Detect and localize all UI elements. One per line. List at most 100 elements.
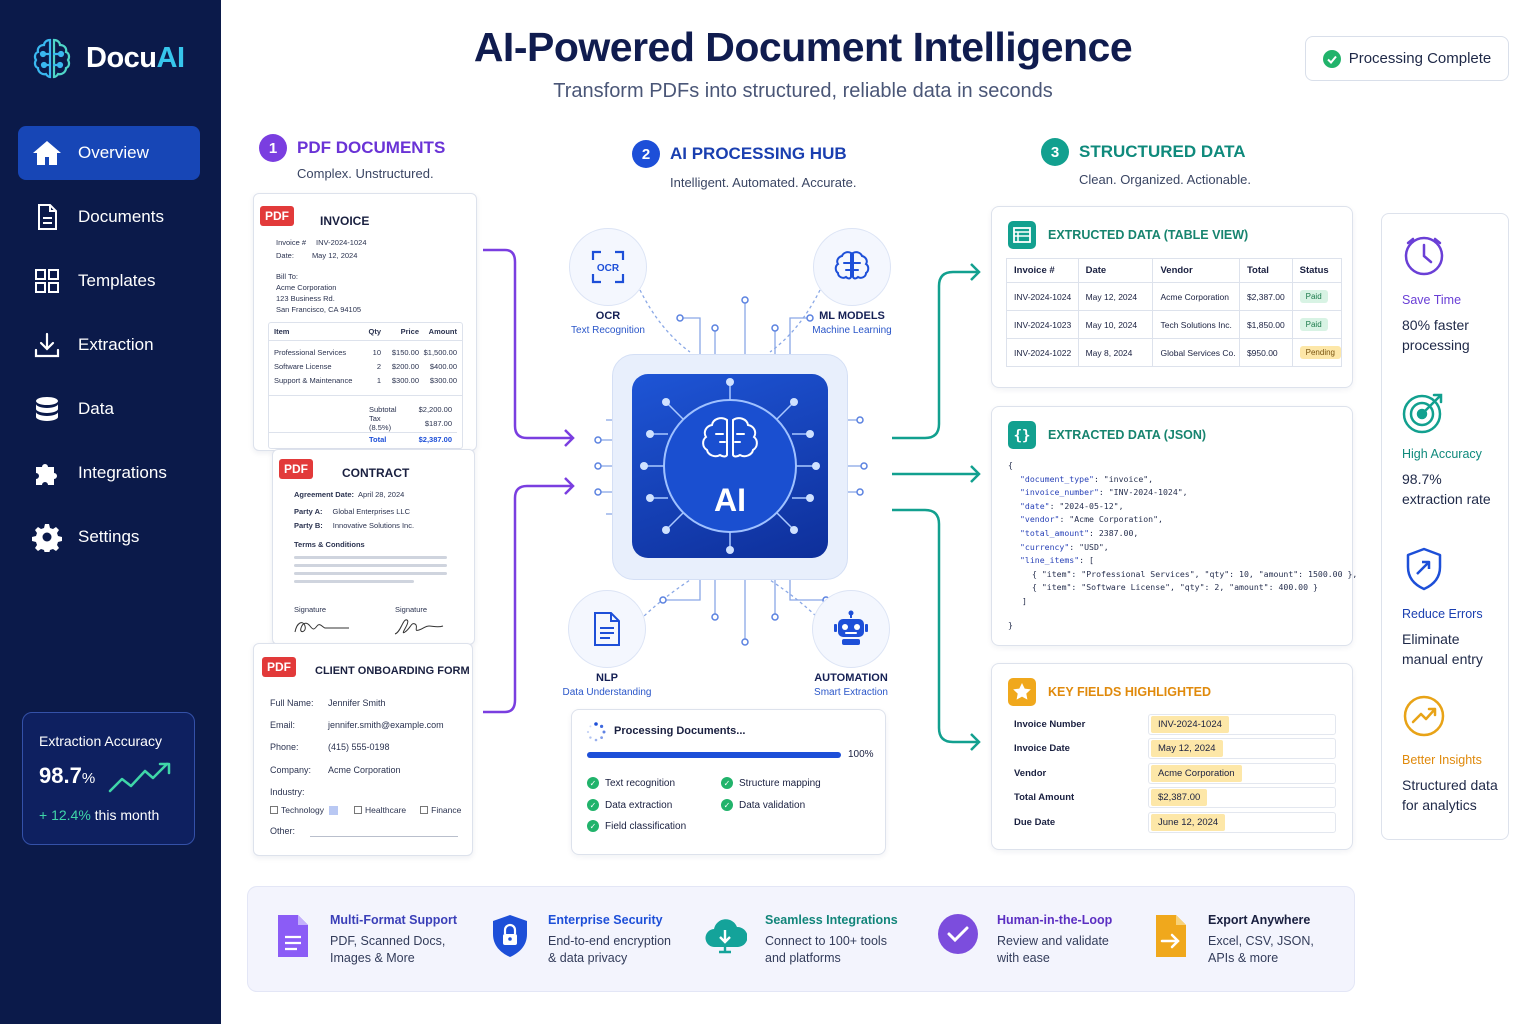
- feature-desc: Excel, CSV, JSON, APIs & more: [1208, 934, 1314, 965]
- progress-percent: 100%: [848, 749, 874, 760]
- status-badge: Paid: [1299, 318, 1328, 331]
- party-a: Party A:Global Enterprises LLC: [294, 507, 411, 516]
- task-item: ✓Data validation: [721, 799, 805, 811]
- check-circle-icon: [1322, 49, 1341, 68]
- spinner-icon: [586, 722, 606, 742]
- extraction-accuracy-card: Extraction Accuracy 98.7% + 12.4% this m…: [22, 712, 195, 845]
- benefit-desc: Structured data for analytics: [1402, 777, 1498, 813]
- sidebar-item-templates[interactable]: Templates: [18, 254, 200, 308]
- signature-label: Signature: [294, 605, 327, 614]
- accuracy-value: 98.7%: [39, 763, 96, 788]
- signature-label: Signature: [395, 605, 428, 614]
- panel-header: {} EXTRACTED DATA (JSON): [1008, 421, 1206, 449]
- contract-document[interactable]: PDF CONTRACT Agreement Date:April 28, 20…: [272, 449, 475, 645]
- check-icon: ✓: [587, 777, 599, 789]
- module-ml-models[interactable]: ML MODELS Machine Learning: [802, 228, 902, 336]
- ai-chip-circuit: [640, 378, 820, 554]
- benefit-desc: Eliminate manual entry: [1402, 631, 1483, 667]
- check-icon: ✓: [587, 799, 599, 811]
- benefit-title: Better Insights: [1402, 753, 1482, 767]
- processing-title: Processing Documents...: [614, 725, 746, 737]
- checkbox-technology[interactable]: Technology: [270, 805, 339, 815]
- module-subtitle: Text Recognition: [571, 325, 645, 336]
- document-icon: [38, 204, 57, 230]
- doc-title: CONTRACT: [342, 466, 410, 480]
- step-1-header: 1 PDF DOCUMENTS Complex. Unstructured.: [259, 134, 445, 181]
- module-nlp[interactable]: NLP Data Understanding: [556, 590, 658, 698]
- gear-icon: [32, 524, 62, 552]
- logo[interactable]: DocuAI: [26, 32, 185, 84]
- braces-icon: {}: [1008, 421, 1036, 449]
- sidebar-item-label: Templates: [78, 271, 156, 290]
- module-ocr[interactable]: OCR OCR Text Recognition: [558, 228, 658, 336]
- sidebar-item-overview[interactable]: Overview: [18, 126, 200, 180]
- checkbox-finance[interactable]: Finance: [420, 805, 461, 815]
- feature-title: Human-in-the-Loop: [997, 913, 1113, 927]
- pdf-badge: PDF: [262, 657, 296, 677]
- sidebar-item-data[interactable]: Data: [18, 382, 200, 436]
- invoice-date: Date:May 12, 2024: [276, 251, 358, 260]
- benefit-title: Reduce Errors: [1402, 607, 1483, 621]
- feature-title: Export Anywhere: [1208, 913, 1311, 927]
- sidebar-item-integrations[interactable]: Integrations: [18, 446, 200, 500]
- doc-title: CLIENT ONBOARDING FORM: [315, 665, 470, 677]
- checkbox-healthcare[interactable]: Healthcare: [354, 805, 406, 815]
- industry-options: Technology Healthcare Finance: [270, 805, 461, 815]
- step-subtitle: Complex. Unstructured.: [297, 166, 434, 181]
- step-number: 2: [632, 140, 660, 168]
- sidebar-item-documents[interactable]: Documents: [18, 190, 200, 244]
- industry-label: Industry:: [270, 787, 305, 797]
- task-item: ✓Text recognition: [587, 777, 675, 789]
- svg-text:{}: {}: [1014, 428, 1031, 444]
- step-subtitle: Intelligent. Automated. Accurate.: [670, 175, 857, 190]
- target-icon: [1402, 393, 1443, 434]
- module-title: OCR: [595, 310, 621, 322]
- text-line: [294, 556, 447, 559]
- check-icon: ✓: [721, 799, 733, 811]
- signature-scribble: [394, 619, 444, 635]
- onboarding-form-document[interactable]: PDF CLIENT ONBOARDING FORM Full Name:Jen…: [253, 643, 473, 856]
- benefit-desc: 80% faster processing: [1402, 317, 1470, 353]
- step-2-header: 2 AI PROCESSING HUB Intelligent. Automat…: [632, 140, 856, 190]
- json-code[interactable]: {"document_type": "invoice","invoice_num…: [1008, 460, 1358, 630]
- feature-desc: Connect to 100+ tools and platforms: [765, 934, 887, 965]
- sidebar-item-settings[interactable]: Settings: [18, 510, 200, 564]
- lock-shield-icon: [493, 915, 527, 957]
- check-circle-icon: [938, 914, 978, 954]
- feature-title: Enterprise Security: [548, 913, 663, 927]
- cloud-icon: [705, 919, 747, 954]
- file-icon: [278, 915, 308, 957]
- brain-icon: [813, 228, 891, 306]
- database-icon: [36, 397, 58, 421]
- text-line: [294, 564, 447, 567]
- key-field-row[interactable]: Total Amount$2,387.00: [1014, 787, 1336, 808]
- export-icon: [1156, 915, 1186, 957]
- ai-chip-label: AI: [714, 482, 746, 518]
- trend-up-icon: [108, 762, 171, 793]
- benefit-high-accuracy: High Accuracy 98.7% extraction rate: [1402, 390, 1506, 509]
- step-number: 1: [259, 134, 287, 162]
- invoice-document[interactable]: PDF INVOICE Invoice #INV-2024-1024 Date:…: [253, 193, 477, 451]
- robot-icon: [812, 590, 890, 668]
- download-icon: [34, 332, 60, 358]
- sidebar-item-label: Settings: [78, 527, 140, 546]
- step-title: AI PROCESSING HUB: [670, 144, 847, 163]
- sidebar-item-label: Integrations: [78, 463, 167, 482]
- module-automation[interactable]: AUTOMATION Smart Extraction: [800, 590, 902, 698]
- sidebar-item-extraction[interactable]: Extraction: [18, 318, 200, 372]
- page-title: AI-Powered Document Intelligence: [473, 24, 1133, 70]
- form-field: Full Name:Jennifer Smith: [270, 698, 386, 708]
